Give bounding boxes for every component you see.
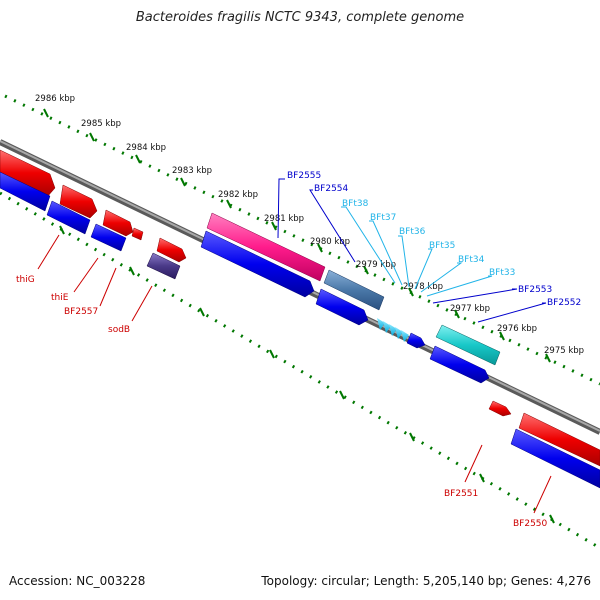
- accession-label: Accession: NC_003228: [9, 574, 146, 588]
- gene-reverse-1: [0, 171, 51, 212]
- gene-label-BFt38: BFt38: [342, 199, 369, 209]
- gene-label-BF2555: BF2555: [287, 171, 321, 181]
- scale-label-2977: 2977 kbp: [450, 304, 490, 314]
- trna-BFt34: [401, 330, 409, 342]
- gene-label-BF2553: BF2553: [518, 285, 552, 295]
- gene-reverse-3: [90, 223, 127, 252]
- gene-label-BFt33: BFt33: [489, 268, 515, 278]
- scale-label-2984: 2984 kbp: [126, 143, 166, 153]
- scale-labels: 2986 kbp 2985 kbp 2984 kbp 2983 kbp 2982…: [35, 94, 584, 356]
- inner-scale-ticks: [0, 191, 600, 550]
- scale-label-2986: 2986 kbp: [35, 94, 75, 104]
- gene-rrna: [206, 212, 326, 282]
- forward-strand-genes: [0, 149, 600, 467]
- gene-forward-2: [59, 184, 98, 219]
- outer-scale-ticks: [4, 94, 600, 386]
- gene-label-thiG: thiG: [16, 275, 35, 285]
- scale-label-2975: 2975 kbp: [544, 346, 584, 356]
- gene-label-BF2550: BF2550: [513, 519, 548, 529]
- gene-BF2553-reverse: [429, 345, 490, 384]
- gene-thiG-forward: [0, 149, 56, 197]
- genome-summary: Topology: circular; Length: 5,205,140 bp…: [261, 574, 591, 588]
- bottom-leader-lines: [37, 234, 552, 514]
- bottom-gene-labels: thiG thiE BF2557 sodB BF2551 BF2550: [16, 275, 548, 529]
- gene-label-BF2551: BF2551: [444, 489, 478, 499]
- gene-BF2554-reverse: [315, 288, 369, 326]
- trna-BFt36: [389, 324, 397, 336]
- trna-BFt37: [383, 321, 391, 333]
- gene-label-BF2557: BF2557: [64, 307, 98, 317]
- gene-label-BFt35: BFt35: [429, 241, 455, 251]
- gene-label-BFt34: BFt34: [458, 255, 485, 265]
- gene-label-BFt37: BFt37: [370, 213, 396, 223]
- gene-forward-5: [156, 237, 187, 263]
- scale-label-2979: 2979 kbp: [356, 260, 396, 270]
- gene-label-BF2552: BF2552: [547, 298, 581, 308]
- gene-BF2550-reverse: [510, 428, 600, 489]
- gene-forward-3: [102, 209, 134, 237]
- top-trna-leader-lines: [341, 206, 493, 297]
- top-trna-gene-labels: BFt38 BFt37 BFt36 BFt35 BFt34 BFt33: [342, 199, 515, 278]
- scale-label-2983: 2983 kbp: [172, 166, 212, 176]
- gene-forward-small: [488, 400, 512, 417]
- trna-BFt35: [395, 327, 403, 339]
- top-dark-gene-labels: BF2555 BF2554 BF2553 BF2552: [287, 171, 581, 308]
- scale-label-2981: 2981 kbp: [264, 214, 304, 224]
- scale-label-2978: 2978 kbp: [403, 282, 443, 292]
- gene-BF2554: [323, 269, 385, 311]
- top-dark-leader-lines: [277, 178, 547, 323]
- gene-label-BF2554: BF2554: [314, 184, 349, 194]
- gene-label-BFt36: BFt36: [399, 227, 426, 237]
- gene-teal: [435, 324, 501, 366]
- gene-BF2555-reverse: [200, 230, 315, 298]
- gene-BF2551-forward: [518, 412, 600, 467]
- gene-label-thiE: thiE: [51, 293, 69, 303]
- trna-genes: [377, 318, 409, 342]
- scale-label-2980: 2980 kbp: [310, 237, 350, 247]
- gene-small-reverse: [406, 332, 426, 349]
- page-title: Bacteroides fragilis NCTC 9343, complete…: [135, 10, 465, 25]
- gene-sodB: [146, 252, 181, 280]
- scale-label-2982: 2982 kbp: [218, 190, 258, 200]
- gene-label-sodB: sodB: [108, 325, 130, 335]
- scale-label-2976: 2976 kbp: [497, 324, 537, 334]
- gene-forward-4: [131, 227, 144, 241]
- reverse-strand-genes: [0, 171, 600, 489]
- gene-reverse-2: [46, 200, 91, 235]
- trna-BFt38: [377, 318, 385, 330]
- scale-label-2985: 2985 kbp: [81, 119, 121, 129]
